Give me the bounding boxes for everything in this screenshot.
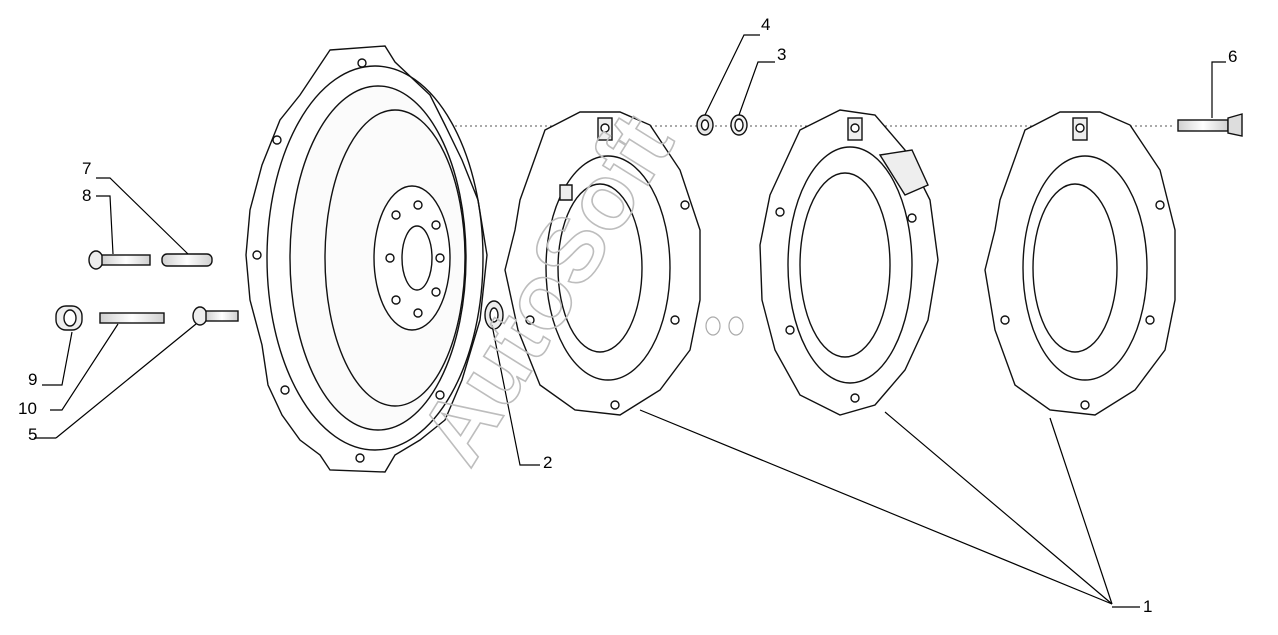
pin-part-7: [161, 253, 213, 267]
screw-part-8: [88, 250, 151, 270]
sleeve-part-9: [55, 305, 83, 331]
washer-pair-faint: [705, 316, 744, 336]
stud-part-10: [99, 312, 165, 324]
nut-part-4: [696, 114, 714, 136]
flywheel-housing: [245, 45, 488, 473]
callout-8: 8: [82, 186, 91, 205]
screw-part-5: [192, 306, 239, 326]
callout-3: 3: [777, 45, 786, 64]
callout-9: 9: [28, 370, 37, 389]
callout-6: 6: [1228, 47, 1237, 66]
clutch-plate-right: [984, 111, 1176, 416]
callout-5: 5: [28, 425, 37, 444]
bolt-part-6: [1177, 113, 1243, 137]
clutch-plate-middle: [759, 109, 939, 416]
callout-10: 10: [18, 399, 37, 418]
clutch-plate-left: [504, 111, 701, 416]
callout-1: 1: [1143, 597, 1152, 616]
washer-part-3: [730, 114, 748, 136]
leader-lines: [34, 34, 1226, 608]
callout-7: 7: [82, 159, 91, 178]
callout-4: 4: [761, 15, 770, 34]
callout-2: 2: [543, 453, 552, 472]
bushing-part-2: [484, 300, 504, 330]
